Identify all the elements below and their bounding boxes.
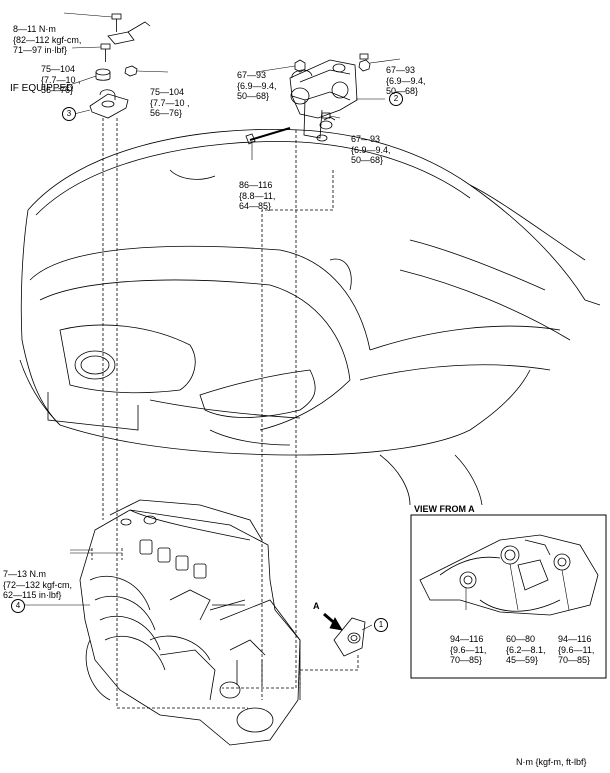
inset-view-from-a: [410, 514, 607, 679]
torque-spec-1: 8—11 N·m{82—112 kgf-cm,71—97 in·lbf}: [13, 24, 82, 55]
guide-lines: [91, 118, 359, 709]
if-equipped-label: IF EQUIPPED: [10, 83, 74, 94]
vehicle-body-outline: [19, 129, 601, 506]
torque-spec-7: 86—116{8.8—11,64—85}: [239, 180, 276, 211]
callout-3: 3: [62, 107, 76, 121]
engine-assembly: [79, 499, 301, 746]
mount-no2: [245, 53, 371, 145]
callout-2: 2: [389, 92, 403, 106]
torque-spec-5: 67—93{6.9—9.4,50—68}: [386, 65, 426, 96]
torque-spec-9: 94—116{9.6—11,70—85}: [450, 634, 487, 665]
torque-spec-2: 75—104{7.7—10 ,56—76}: [41, 64, 81, 95]
torque-spec-6: 67—93{6.9—9.4,50—68}: [351, 134, 391, 165]
torque-spec-10: 60—80{6.2—8.1,45—59}: [506, 634, 546, 665]
leader-lines: [23, 12, 401, 631]
callout-1: 1: [374, 618, 388, 632]
units-note: N·m {kgf-m, ft-lbf}: [516, 757, 587, 767]
mount-no3: [89, 13, 151, 119]
torque-spec-8: 7—13 N.m{72—132 kgf-cm,62—115 in·lbf}: [3, 569, 73, 600]
arrow-a-label: A: [313, 601, 320, 611]
torque-spec-3: 75—104{7.7—10 ,56—76}: [150, 87, 190, 118]
torque-spec-11: 94—116{9.6—11,70—85}: [558, 634, 595, 665]
callout-4: 4: [11, 599, 25, 613]
view-from-a-title: VIEW FROM A: [414, 504, 475, 514]
torque-spec-4: 67—93{6.9—9.4,50—68}: [237, 70, 277, 101]
mount-no1: [333, 617, 366, 657]
arrow-a: [323, 612, 343, 631]
